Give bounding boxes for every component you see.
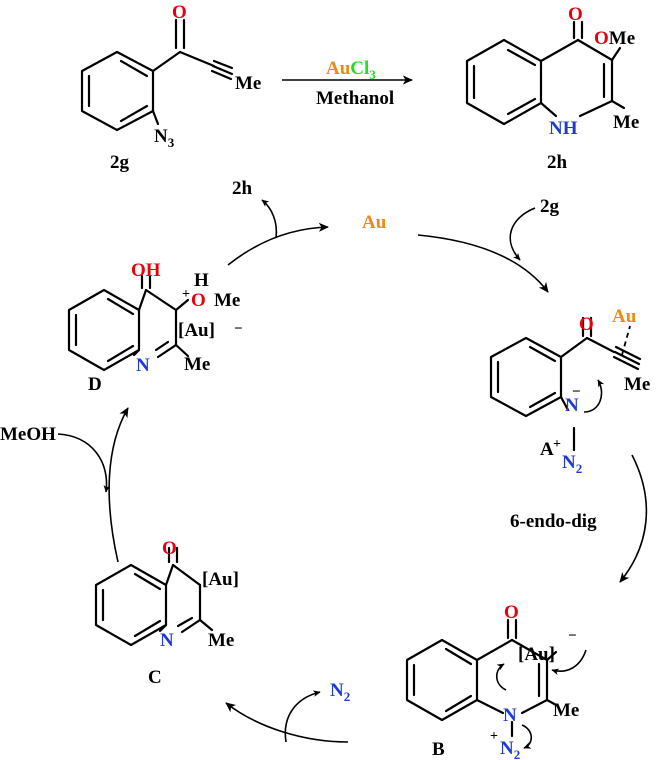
b-minus: − (568, 628, 577, 644)
reaction-arrow: AuCl3 Methanol (282, 58, 413, 109)
intermediate-a: O Au Me N − + N2 A (489, 306, 650, 476)
a-electron-arrow (583, 379, 605, 413)
arrow-add-methanol (57, 433, 111, 493)
d-oxygen: O (191, 290, 206, 311)
intermediate-d: OH H + O Me [Au] − Me N D (67, 260, 243, 395)
intermediate-b: O [Au] − Me N + N2 B (405, 602, 587, 760)
a-gold-pi-bond (621, 325, 631, 356)
released-2h-label: 2h (232, 178, 253, 199)
added-methanol-label: MeOH (0, 424, 56, 445)
b-methyl: Me (553, 700, 579, 721)
arrow-add-2g (509, 207, 536, 261)
c-oxygen: O (162, 538, 177, 559)
arrow-b-to-c (225, 702, 349, 743)
b-oxygen: O (504, 602, 519, 623)
catalytic-cycle-arrows: Au 2h 2g MeOH N2 6-endo-dig (0, 178, 648, 743)
c-methyl: Me (208, 630, 234, 651)
c-label: C (148, 667, 162, 688)
b-n2-electron-arrow (521, 724, 533, 749)
product-nh: NH (549, 118, 578, 139)
intermediate-c: O [Au] Me N C (94, 538, 239, 688)
a-nitrogen: N (565, 395, 579, 416)
released-n2-label: N2 (330, 680, 350, 704)
compound-2h: O OMe NH Me 2h (465, 4, 639, 173)
b-nitrogen: N (503, 705, 517, 726)
a-dinitrogen: N2 (562, 452, 582, 476)
b-label: B (432, 739, 445, 760)
arrow-c-to-d (108, 407, 129, 563)
start-label: 2g (110, 152, 130, 173)
b-plus: + (490, 729, 498, 744)
d-methyl-top: Me (214, 290, 240, 311)
catalyst-label: Au (362, 212, 387, 233)
a-minus: − (572, 384, 581, 400)
added-2g-label: 2g (540, 196, 560, 217)
arrow-d-to-catalyst (227, 222, 329, 266)
arrow-catalyst-to-a (417, 234, 549, 293)
d-hydrogen: H (194, 270, 209, 291)
product-ome: OMe (594, 28, 635, 49)
start-oxygen: O (172, 2, 187, 23)
reagent: AuCl3 (326, 58, 376, 82)
d-methyl: Me (184, 354, 210, 375)
arrow-a-to-b (619, 454, 648, 583)
step-label: 6-endo-dig (510, 511, 597, 532)
b-ring-electron-arrow (495, 663, 507, 691)
start-azide: N3 (154, 126, 175, 150)
c-gold: [Au] (202, 569, 239, 590)
d-hydroxyl: OH (131, 260, 161, 281)
solvent: Methanol (316, 88, 394, 109)
a-methyl: Me (624, 374, 650, 395)
a-label: A (540, 439, 554, 460)
product-label: 2h (547, 152, 568, 173)
d-plus: + (182, 287, 190, 302)
arrow-release-n2 (284, 690, 321, 743)
arrow-release-2h (261, 199, 278, 239)
start-methyl: Me (235, 73, 261, 94)
b-dinitrogen: N2 (500, 738, 520, 760)
d-gold: [Au] (178, 320, 215, 341)
a-plus: + (553, 437, 561, 452)
a-oxygen: O (579, 314, 594, 335)
compound-2g: O Me N3 2g (80, 2, 261, 173)
product-methyl: Me (613, 112, 639, 133)
b-gold: [Au] (518, 644, 555, 665)
product-oxygen: O (568, 4, 583, 25)
d-minus: − (234, 321, 243, 337)
d-nitrogen: N (136, 355, 150, 376)
a-gold: Au (612, 306, 637, 327)
c-nitrogen: N (160, 630, 174, 651)
d-label: D (88, 374, 102, 395)
b-gold-electron-arrow (551, 649, 587, 676)
